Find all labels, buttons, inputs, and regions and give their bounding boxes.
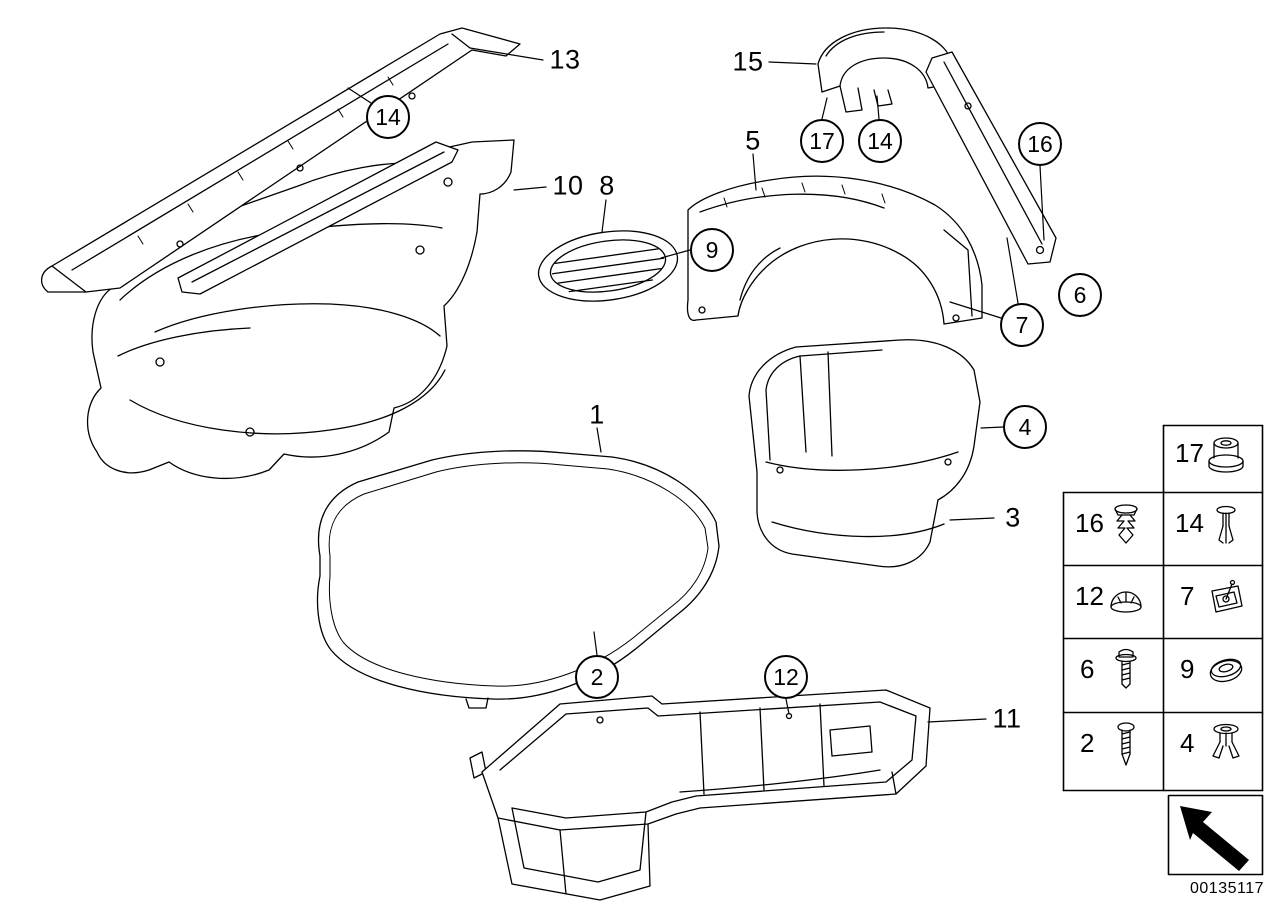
legend-ref-7: 7 bbox=[1180, 581, 1195, 611]
callout-1[interactable]: 1 bbox=[589, 399, 605, 430]
legend-ref-17: 17 bbox=[1175, 438, 1204, 468]
trunk-rear-trim-panel-drawing bbox=[86, 139, 515, 479]
pillar-strip-16-drawing bbox=[925, 51, 1057, 265]
dome-cap-icon bbox=[1110, 591, 1142, 613]
callout-7[interactable]: 7 bbox=[1000, 303, 1044, 347]
callout-17[interactable]: 17 bbox=[800, 119, 844, 163]
callout-10[interactable]: 10 bbox=[552, 170, 584, 201]
schematic-arrow-box bbox=[1167, 794, 1264, 876]
clip-nut-icon bbox=[1211, 579, 1243, 613]
tapping-screw-icon bbox=[1117, 722, 1135, 766]
wheel-arch-trim-drawing bbox=[686, 175, 983, 325]
trunk-floor-mat-drawing bbox=[316, 450, 720, 709]
pan-head-screw-icon bbox=[1115, 648, 1137, 689]
trunk-storage-tub-drawing bbox=[469, 689, 931, 901]
diagram-number: 00135117 bbox=[1190, 880, 1264, 897]
callout-6[interactable]: 6 bbox=[1058, 273, 1102, 317]
vent-grille-drawing bbox=[537, 230, 679, 302]
leader-lines bbox=[347, 47, 1045, 723]
callout-11[interactable]: 11 bbox=[992, 703, 1022, 734]
callout-15[interactable]: 15 bbox=[732, 46, 764, 77]
side-trim-panel-drawing bbox=[748, 339, 981, 568]
legend-ref-2: 2 bbox=[1080, 728, 1095, 758]
legend-ref-4: 4 bbox=[1180, 728, 1195, 758]
flange-nut-icon bbox=[1208, 437, 1244, 473]
legend-ref-6: 6 bbox=[1080, 654, 1095, 684]
callout-12[interactable]: 12 bbox=[764, 655, 808, 699]
callout-14-a[interactable]: 14 bbox=[366, 95, 410, 139]
oval-grommet-icon bbox=[1209, 658, 1243, 683]
expanding-clip-icon bbox=[1114, 504, 1138, 544]
expansion-rivet-icon bbox=[1212, 723, 1240, 759]
callout-5[interactable]: 5 bbox=[745, 125, 761, 156]
fastener-legend-grid bbox=[1062, 424, 1264, 792]
schematic-arrow-icon bbox=[1180, 806, 1249, 871]
callout-9[interactable]: 9 bbox=[690, 228, 734, 272]
legend-ref-12: 12 bbox=[1075, 581, 1104, 611]
callout-14-b[interactable]: 14 bbox=[858, 119, 902, 163]
callout-2[interactable]: 2 bbox=[575, 655, 619, 699]
legend-ref-9: 9 bbox=[1180, 654, 1195, 684]
callout-8[interactable]: 8 bbox=[599, 170, 615, 201]
callout-13[interactable]: 13 bbox=[549, 44, 581, 75]
sill-strip-13-drawing bbox=[41, 27, 521, 293]
legend-ref-14: 14 bbox=[1175, 508, 1204, 538]
inner-sill-rail-drawing bbox=[177, 141, 459, 295]
blind-rivet-icon bbox=[1216, 505, 1236, 544]
callout-16[interactable]: 16 bbox=[1018, 122, 1062, 166]
legend-ref-16: 16 bbox=[1075, 508, 1104, 538]
callout-3[interactable]: 3 bbox=[1005, 502, 1021, 533]
callout-4[interactable]: 4 bbox=[1003, 405, 1047, 449]
